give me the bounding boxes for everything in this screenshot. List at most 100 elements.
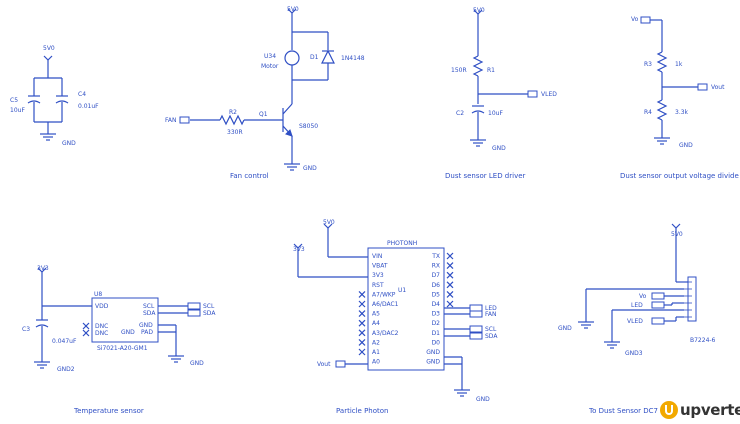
sda-net-label: SDA [203,310,216,317]
ground-label: GND [303,165,317,172]
c3-ref: C3 [22,326,30,333]
no-connect-marker [358,300,366,308]
no-connect-marker [446,262,454,270]
c3-value: 0.047uF [52,338,77,345]
u8-ref: U8 [94,291,102,298]
led-driver-caption: Dust sensor LED driver [445,172,526,180]
motor-ref: U34 [264,53,276,60]
connector-ref: B7224-6 [690,337,716,344]
led-net-label: LED [631,302,643,309]
resistor-r2 [219,114,245,126]
led-driver-block: 5V0 150R R1 VLED C2 10uF GND Dust sensor… [445,7,557,180]
power-3v3-label: 3V3 [37,265,49,272]
c5-value: 10uF [10,107,25,114]
ground-symbol [33,355,51,369]
led-net-flag [469,304,483,312]
photon-pin-right: D6 [432,282,441,289]
pin-scl: SCL [143,303,155,310]
led-net-label: LED [485,305,497,312]
vo-net-label: Vo [639,293,647,300]
vled-net-flag [651,317,665,325]
vled-net-label: VLED [541,91,557,98]
r3-value: 1k [675,61,683,68]
power-5v0-label: 5V0 [671,231,683,238]
resistor-r4 [656,99,668,121]
photon-left-pins: VINVBAT3V3RSTA7/WKPA6/DAC1A5A4A3/DAC2A2A… [358,253,399,366]
r2-ref: R2 [229,109,237,116]
photon-pin-right: TX [431,253,440,260]
c2-value: 10uF [488,110,503,117]
no-connect-marker [446,290,454,298]
capacitor-c3 [35,319,49,328]
diode-ref: D1 [310,54,319,61]
ground-symbol [39,127,57,141]
photon-pin-left: A7/WKP [372,291,396,298]
power-5v0-label: 5V0 [287,6,299,13]
connector-block: 5V0 B7224-6 GND Vo LED GND3 VLED [558,223,716,415]
flyback-diode [321,49,335,64]
pin-sda: SDA [143,310,156,317]
r4-value: 3.3k [675,109,689,116]
motor-value: Motor [261,63,279,70]
vled-net-flag [527,90,538,98]
photon-pin-right: D4 [432,301,441,308]
ground-label: GND3 [625,350,643,357]
scl-net-flag [187,302,201,310]
fan-net-flag [469,310,483,318]
vout-net-label: Vout [317,361,331,368]
led-net-flag [651,301,665,309]
ground-symbol [577,315,595,329]
photon-pin-right: D2 [432,320,441,327]
photon-pin-left: 3V3 [372,272,384,279]
npn-transistor-q1 [282,103,293,137]
vled-net-label: VLED [627,318,643,325]
photon-block: 5V0 3V3 PHOTONH U1 VINVBAT3V3RSTA7/WKPA6… [293,219,498,415]
voltage-divider-block: Vo R3 1k Vout R4 3.3k GND Dust sensor ou… [620,16,739,180]
photon-pin-right: GND [426,359,440,366]
photon-pin-left: VBAT [372,263,388,270]
scl-net-label: SCL [485,326,497,333]
photon-pin-left: A4 [372,320,380,327]
connector-pins [684,281,692,318]
vout-net-label: Vout [711,84,725,91]
photon-module [367,247,445,371]
sda-net-flag [187,309,201,317]
decoupling-block: 5V0 C5 10uF C4 0.01uF GND [10,45,99,147]
vout-net-flag [335,360,346,368]
photon-pin-left: VIN [372,253,382,260]
photon-pin-right: D1 [432,330,441,337]
pin-gnd-pad: GND [121,329,135,336]
photon-ref: U1 [398,287,406,294]
power-5v0-label: 5V0 [43,45,55,52]
connector-b7224-6 [687,276,697,322]
c4-ref: C4 [78,91,86,98]
ground-label: GND [492,145,506,152]
photon-pin-left: A1 [372,349,380,356]
photon-pin-left: A0 [372,359,380,366]
ground-label: GND2 [57,366,75,373]
capacitor-c4 [55,95,69,104]
ground-label: GND [476,396,490,403]
photon-pin-right: D0 [432,339,441,346]
no-connect-marker [82,322,90,330]
ground-symbol [469,133,487,147]
no-connect-marker [446,271,454,279]
no-connect-marker [358,290,366,298]
fan-net-label: FAN [165,117,177,124]
resistor-r3 [656,51,668,73]
photon-pin-right: GND [426,349,440,356]
fan-net-flag [179,116,190,124]
ground-label: GND [558,325,572,332]
ground-symbol [167,349,185,363]
ground-symbol [283,157,301,171]
sda-net-flag [469,332,483,340]
no-connect-marker [446,252,454,260]
power-3v3-label: 3V3 [293,246,305,253]
photon-pin-left: A5 [372,311,380,318]
fan-control-caption: Fan control [230,172,269,180]
ground-symbol [653,131,671,145]
photon-pin-right: D5 [432,291,441,298]
no-connect-marker [358,329,366,337]
r2-value: 330R [227,129,243,136]
